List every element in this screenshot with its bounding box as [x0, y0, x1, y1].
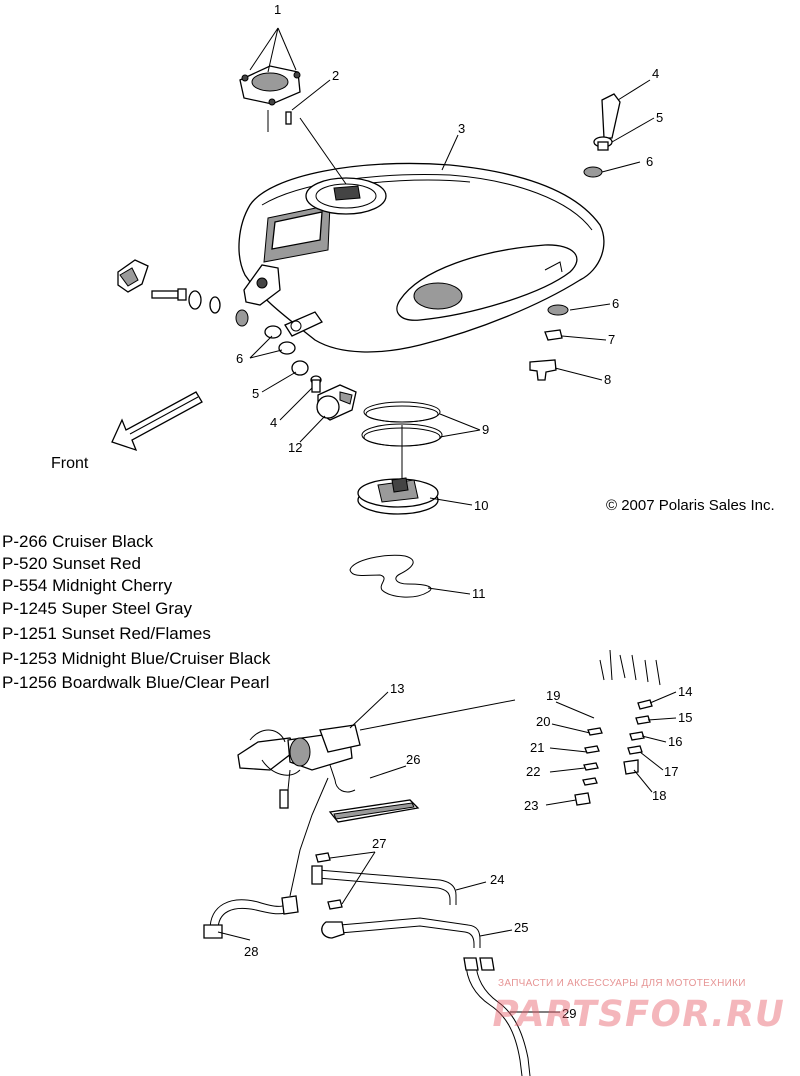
- part-11-spring: [349, 554, 432, 598]
- part-10-flange: [357, 477, 439, 515]
- callout-7: 7: [608, 332, 615, 347]
- callout-19: 19: [546, 688, 560, 703]
- part-1-cap-assembly: [239, 65, 301, 132]
- callout-18: 18: [652, 788, 666, 803]
- callout-2: 2: [332, 68, 339, 83]
- part-13-fuel-pump: [237, 724, 361, 809]
- front-direction-arrow: [111, 391, 203, 452]
- fittings-group: [574, 649, 661, 806]
- part-26-filter: [328, 799, 420, 823]
- part-24-hose: [311, 865, 457, 905]
- callout-17: 17: [664, 764, 678, 779]
- callout-6-upper: 6: [646, 154, 653, 169]
- paint-code-item: P-1256 Boardwalk Blue/Clear Pearl: [2, 673, 270, 692]
- callout-28: 28: [244, 944, 258, 959]
- part-8-bracket: [529, 359, 557, 381]
- callout-5-upper: 5: [656, 110, 663, 125]
- callout-4-upper: 4: [652, 66, 659, 81]
- callout-24: 24: [490, 872, 504, 887]
- callout-23: 23: [524, 798, 538, 813]
- watermark-logo: PARTSFOR.RU: [488, 994, 789, 1035]
- paint-code-item: P-554 Midnight Cherry: [2, 576, 173, 595]
- part-4-bolt-lower: [310, 375, 322, 393]
- front-label: Front: [51, 455, 89, 472]
- callout-11: 11: [472, 586, 486, 601]
- callout-25: 25: [514, 920, 528, 935]
- callout-6-lower: 6: [236, 351, 243, 366]
- part-5-washer-upper: [593, 136, 613, 151]
- paint-code-item: P-1245 Super Steel Gray: [2, 599, 192, 618]
- fuel-tank: [238, 162, 605, 353]
- callout-10: 10: [474, 498, 488, 513]
- part-25-hose: [321, 917, 481, 948]
- callout-22: 22: [526, 764, 540, 779]
- callout-3: 3: [458, 121, 465, 136]
- left-fastener-group: [117, 259, 281, 327]
- part-12-sender: [316, 384, 357, 421]
- callout-20: 20: [536, 714, 550, 729]
- callout-14: 14: [678, 684, 692, 699]
- callout-16: 16: [668, 734, 682, 749]
- part-7-clip: [544, 329, 563, 341]
- copyright-notice: © 2007 Polaris Sales Inc.: [606, 497, 775, 514]
- callout-12: 12: [288, 440, 302, 455]
- callout-29: 29: [562, 1006, 576, 1021]
- part-27-clamps: [315, 852, 343, 910]
- callout-1: 1: [274, 2, 281, 17]
- part-6-grommets-lower: [264, 325, 296, 355]
- part-4-bolt-upper: [601, 93, 621, 139]
- callout-4-lower: 4: [270, 415, 277, 430]
- part-29-hose: [463, 957, 531, 1076]
- callout-21: 21: [530, 740, 544, 755]
- callout-26: 26: [406, 752, 420, 767]
- paint-code-item: P-1251 Sunset Red/Flames: [2, 624, 211, 643]
- callout-6-right: 6: [612, 296, 619, 311]
- callout-5-lower: 5: [252, 386, 259, 401]
- part-6-grommet-upper: [583, 166, 603, 178]
- watermark-tagline: ЗАПЧАСТИ И АКСЕССУАРЫ ДЛЯ МОТОТЕХНИКИ: [498, 978, 746, 989]
- leader-lines: [217, 27, 677, 1013]
- paint-code-item: P-266 Cruiser Black: [2, 532, 154, 551]
- callout-8: 8: [604, 372, 611, 387]
- callout-labels: 1 2 3 4 5 6 6 7 8 6 5 4 12 9 10 11 13 26…: [236, 2, 692, 1021]
- callout-27: 27: [372, 836, 386, 851]
- callout-15: 15: [678, 710, 692, 725]
- paint-code-item: P-520 Sunset Red: [2, 554, 141, 573]
- part-28-hose: [203, 777, 329, 939]
- part-6-grommet-right: [547, 304, 569, 316]
- part-numbers-scribble: [599, 649, 661, 686]
- paint-code-item: P-1253 Midnight Blue/Cruiser Black: [2, 649, 271, 668]
- callout-9: 9: [482, 422, 489, 437]
- callout-13: 13: [390, 681, 404, 696]
- part-5-washer-lower: [291, 360, 309, 376]
